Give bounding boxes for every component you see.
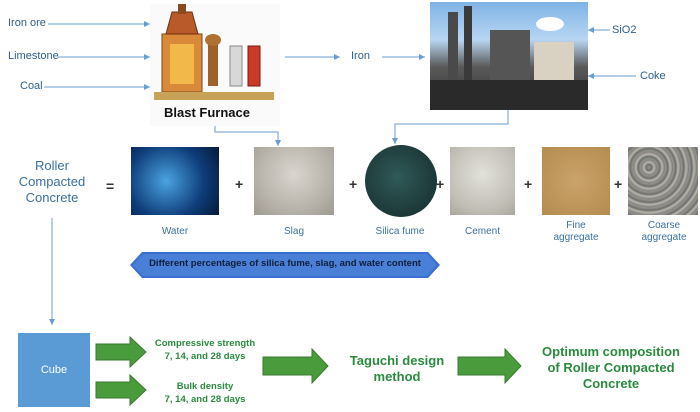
blast-furnace-icon: Blast Furnace — [150, 4, 280, 126]
test-compressive-strength: Compressive strength 7, 14, and 28 days — [154, 338, 256, 362]
blast-furnace-illustration: Blast Furnace — [150, 4, 280, 126]
caption-fine-aggregate: Fine aggregate — [553, 220, 599, 243]
equals-sign: = — [106, 178, 115, 194]
coarse-aggregate-photo — [628, 147, 698, 215]
caption-coarse-aggregate: Coarse aggregate — [641, 220, 687, 243]
input-coke: Coke — [640, 70, 666, 82]
arrow-cube-density — [95, 373, 147, 407]
silica-fume-photo — [365, 145, 437, 217]
fine-aggregate-photo — [542, 147, 610, 215]
water-photo — [131, 147, 219, 215]
plus-1: + — [235, 176, 244, 192]
plant-icon — [430, 6, 588, 110]
test-bulk-density: Bulk density 7, 14, and 28 days — [164, 381, 246, 405]
input-coal: Coal — [20, 80, 43, 92]
caption-silica-fume: Silica fume — [375, 226, 425, 237]
banner-inner — [133, 254, 437, 276]
plus-3: + — [436, 176, 445, 192]
arrow-tests-taguchi — [262, 347, 329, 385]
input-iron-ore: Iron ore — [8, 17, 46, 29]
input-sio2: SiO2 — [612, 24, 637, 36]
plus-5: + — [614, 176, 623, 192]
plus-4: + — [524, 176, 533, 192]
caption-cement: Cement — [464, 226, 500, 237]
optimum-composition: Optimum composition of Roller Compacted … — [542, 344, 680, 391]
rcc-label-line-1: Roller — [35, 158, 69, 173]
input-limestone: Limestone — [8, 50, 59, 62]
arrow-cube-compressive — [95, 335, 147, 369]
cube-box: Cube — [18, 333, 90, 407]
rcc-label-line-3: Concrete — [25, 190, 79, 205]
arrow-furnace-slag — [214, 122, 281, 146]
plus-2: + — [349, 176, 358, 192]
rcc-label-line-2: Compacted — [18, 174, 86, 189]
arrow-taguchi-optimum — [457, 347, 522, 385]
arrow-plant-silica — [392, 110, 509, 144]
cement-photo — [450, 147, 515, 215]
rcc-label: Roller Compacted Concrete — [10, 158, 94, 206]
variation-banner — [130, 252, 440, 278]
iron-label: Iron — [351, 50, 370, 62]
cube-label: Cube — [40, 364, 68, 376]
caption-slag: Slag — [283, 226, 304, 237]
blast-furnace-label: Blast Furnace — [164, 105, 250, 120]
caption-water: Water — [161, 226, 189, 237]
banner-text: Different percentages of silica fume, sl… — [149, 258, 421, 269]
silica-fume-plant-photo — [430, 2, 588, 110]
slag-photo — [254, 147, 334, 215]
taguchi-method: Taguchi design method — [349, 353, 445, 384]
